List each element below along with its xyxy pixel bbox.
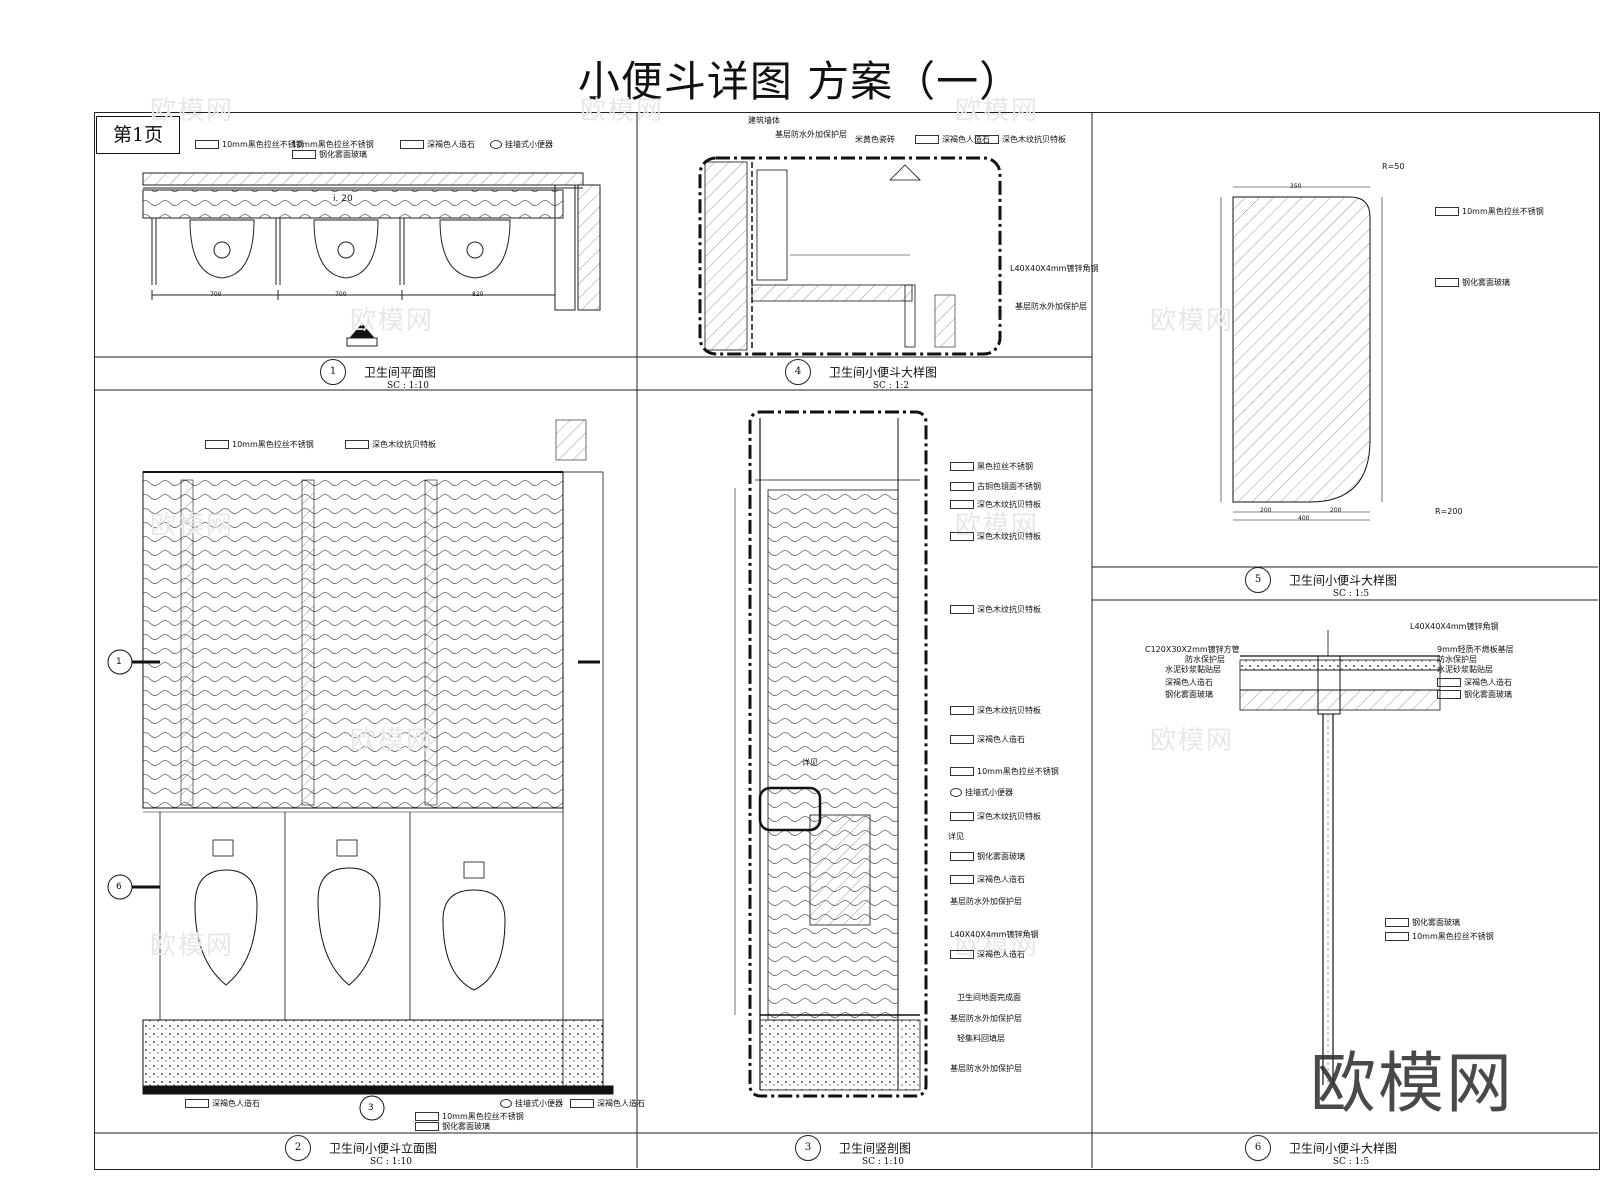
watermark: 欧模网 bbox=[350, 726, 435, 756]
p1-dim: i. 20 bbox=[333, 194, 353, 204]
p2-label: 深色木纹抗贝特板 bbox=[345, 440, 436, 450]
p6-label-left: 水泥砂浆黏贴层 bbox=[1165, 665, 1221, 674]
p4-label: 米黄色瓷砖 bbox=[855, 135, 895, 144]
p2-label: 挂墙式小便器 bbox=[500, 1099, 563, 1109]
p6-label-right: 钢化雾面玻璃 bbox=[1385, 918, 1460, 928]
watermark: 欧模网 bbox=[955, 931, 1040, 961]
sheet-grid bbox=[94, 112, 1598, 1168]
p6-label-right: L40X40X4mm镀锌角钢 bbox=[1410, 622, 1499, 631]
p6-label-right: 10mm黑色拉丝不锈钢 bbox=[1385, 932, 1494, 942]
panel-1-plan bbox=[142, 172, 601, 347]
p1-label: 10mm黑色拉丝不锈钢 bbox=[292, 140, 374, 149]
p2-label: 10mm黑色拉丝不锈钢 bbox=[415, 1112, 524, 1122]
p3-label: 挂墙式小便器 bbox=[950, 788, 1013, 798]
watermark: 欧模网 bbox=[150, 931, 235, 961]
panel-2-elevation bbox=[107, 419, 614, 1121]
p5-label: 10mm黑色拉丝不锈钢 bbox=[1435, 207, 1544, 217]
p6-label-right: 钢化雾面玻璃 bbox=[1437, 690, 1512, 700]
p2-marker: 1 bbox=[116, 657, 122, 667]
p1-label: 钢化雾面玻璃 bbox=[292, 150, 367, 160]
p5-label: R=50 bbox=[1382, 162, 1405, 171]
p3-label: 深色木纹抗贝特板 bbox=[950, 500, 1041, 510]
p6-label-right: 深褐色人造石 bbox=[1437, 678, 1512, 688]
p3-label: 钢化雾面玻璃 bbox=[950, 852, 1025, 862]
p3-label: 深色木纹抗贝特板 bbox=[950, 706, 1041, 716]
p2-label: 10mm黑色拉丝不锈钢 bbox=[205, 440, 314, 450]
panel-4-detail bbox=[698, 156, 1002, 356]
p3-label: 深色木纹抗贝特板 bbox=[950, 532, 1041, 542]
p1-dim: 820 bbox=[472, 291, 484, 298]
p3-label: 深褐色人造石 bbox=[950, 875, 1025, 885]
p4-label: 基层防水外加保护层 bbox=[775, 130, 847, 139]
p4-label: 深色木纹抗贝特板 bbox=[975, 135, 1066, 145]
p3-label: 基层防水外加保护层 bbox=[950, 897, 1022, 906]
p4-label: 深褐色人造石 bbox=[915, 135, 990, 145]
p5-dim: 200 bbox=[1260, 507, 1272, 514]
watermark: 欧模网 bbox=[1150, 306, 1235, 336]
p3-label: L40X40X4mm镀锌角钢 bbox=[950, 930, 1039, 939]
p3-label: 基层防水外加保护层 bbox=[950, 1014, 1022, 1023]
p5-label: 钢化雾面玻璃 bbox=[1435, 278, 1510, 288]
panel-5-detail bbox=[1220, 186, 1383, 521]
p1-label: 深褐色人造石 bbox=[400, 140, 475, 150]
p2-label: 钢化雾面玻璃 bbox=[415, 1122, 490, 1132]
p3-label: 10mm黑色拉丝不锈钢 bbox=[950, 767, 1059, 777]
p3-label: 基层防水外加保护层 bbox=[950, 1064, 1022, 1073]
watermark: 欧模网 bbox=[955, 96, 1040, 126]
p3-note: 详见 bbox=[802, 758, 818, 767]
p5-dim: 400 bbox=[1298, 515, 1310, 522]
panel-6-detail bbox=[1239, 630, 1441, 1085]
p6-label-right: 防水保护层 bbox=[1437, 655, 1477, 664]
watermark: 欧模网 bbox=[955, 511, 1040, 541]
p4-label: 建筑墙体 bbox=[748, 116, 780, 125]
watermark: 欧模网 bbox=[150, 96, 235, 126]
panel-3-section bbox=[734, 410, 928, 1098]
watermark: 欧模网 bbox=[580, 96, 665, 126]
p6-label-right: 9mm轻质不燃板基层 bbox=[1437, 645, 1514, 654]
p3-label: 深褐色人造石 bbox=[950, 735, 1025, 745]
p3-label: 黑色拉丝不锈钢 bbox=[950, 462, 1033, 472]
p1-dim: 700 bbox=[335, 291, 347, 298]
watermark: 欧模网 bbox=[350, 306, 435, 336]
p6-label-right: 水泥砂浆黏贴层 bbox=[1437, 665, 1493, 674]
p6-label-left: 钢化雾面玻璃 bbox=[1165, 690, 1213, 699]
p2-label: 深褐色人造石 bbox=[185, 1099, 260, 1109]
p6-label-left: 深褐色人造石 bbox=[1165, 678, 1213, 687]
p4-label: L40X40X4mm镀锌角钢 bbox=[1010, 264, 1099, 273]
page-label: 第1页 bbox=[96, 116, 180, 154]
p3-label: 卫生间地面完成面 bbox=[957, 993, 1021, 1002]
p6-label-left: C120X30X2mm镀锌方管 bbox=[1145, 645, 1240, 654]
p3-label: 古铜色镜面不锈钢 bbox=[950, 482, 1041, 492]
watermark: 欧模网 bbox=[150, 511, 235, 541]
p3-label: 轻集料回填层 bbox=[957, 1034, 1005, 1043]
p5-dim: 350 bbox=[1290, 183, 1302, 190]
p3-label: 深色木纹抗贝特板 bbox=[950, 812, 1041, 822]
p3-label: 深色木纹抗贝特板 bbox=[950, 605, 1041, 615]
p3-note: 详见 bbox=[948, 832, 964, 841]
watermark: 欧模网 bbox=[1150, 726, 1235, 756]
p3-label: 深褐色人造石 bbox=[950, 950, 1025, 960]
p1-label: 10mm黑色拉丝不锈钢 bbox=[195, 140, 304, 150]
p6-label-left: 防水保护层 bbox=[1185, 655, 1225, 664]
drawing-title: 小便斗详图 方案（一） bbox=[577, 57, 1023, 106]
p5-label: R=200 bbox=[1435, 507, 1463, 516]
p2-marker: 6 bbox=[116, 882, 122, 892]
p4-label: 基层防水外加保护层 bbox=[1015, 302, 1087, 311]
p2-marker: 3 bbox=[368, 1103, 374, 1113]
p5-dim: 200 bbox=[1330, 507, 1342, 514]
p2-label: 深褐色人造石 bbox=[570, 1099, 645, 1109]
watermark-logo: 欧模网 bbox=[1310, 1045, 1514, 1122]
p1-dim: 700 bbox=[210, 291, 222, 298]
p1-label: 挂墙式小便器 bbox=[490, 140, 553, 150]
